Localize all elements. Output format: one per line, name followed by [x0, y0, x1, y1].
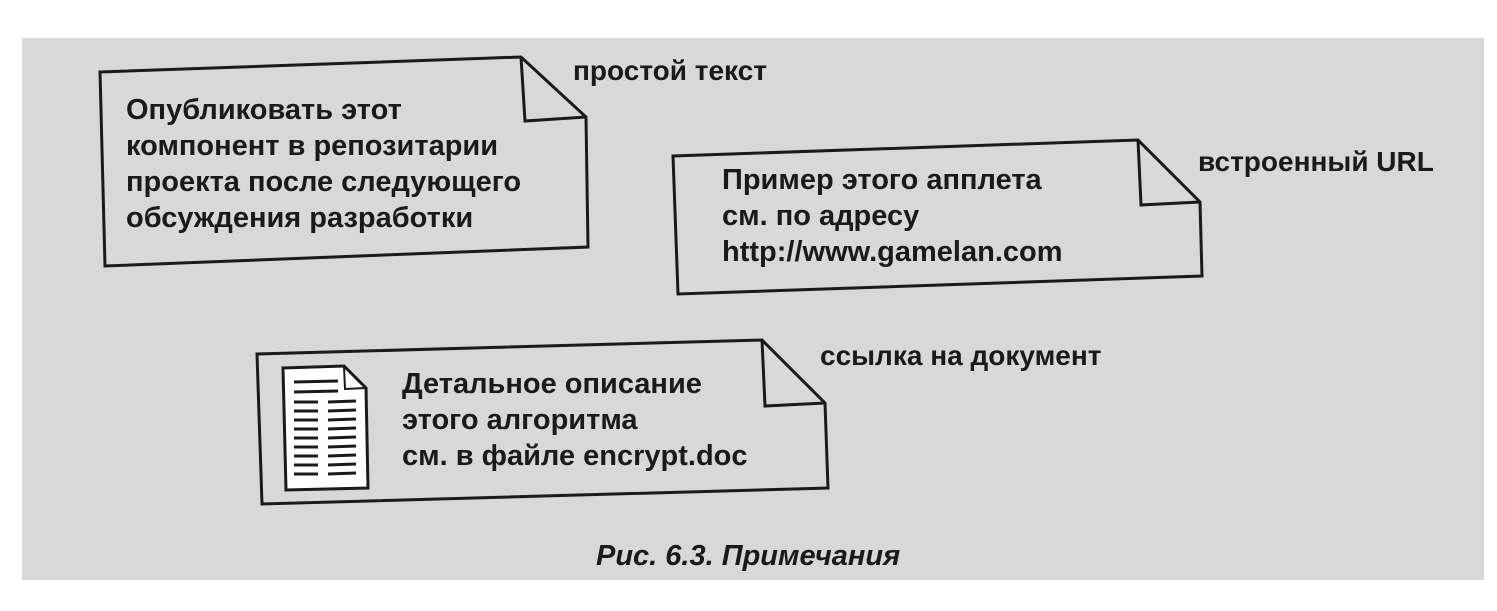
note-line: см. в файле encrypt.doc: [402, 440, 748, 472]
note-line: обсуждения разработки: [126, 202, 474, 234]
note-document-link: [255, 338, 830, 506]
note-line: см. по адресу: [722, 200, 920, 232]
note-line: Детальное описание: [402, 368, 702, 400]
note-embedded-url-outline: [671, 138, 1204, 296]
note-embedded-url-fold: [1136, 139, 1201, 207]
figure-caption: Рис. 6.3. Примечания: [596, 540, 901, 572]
note-embedded-url: [671, 138, 1204, 296]
note-plain-text: [98, 55, 590, 268]
note-plain-text-fold: [519, 56, 587, 123]
note-plain-text-body: Опубликовать этот компонент в репозитари…: [126, 92, 521, 236]
note-embedded-url-body: Пример этого апплета см. по адресу http:…: [722, 162, 1063, 270]
note-line: этого алгоритма: [402, 404, 638, 436]
note-document-link-fold: [760, 339, 826, 408]
note-document-link-label: ссылка на документ: [820, 340, 1102, 371]
note-line: http://www.gamelan.com: [722, 236, 1063, 268]
note-document-link-outline: [255, 338, 830, 506]
note-line: Пример этого апплета: [722, 164, 1042, 196]
document-icon: [281, 364, 370, 492]
note-line: компонент в репозитарии: [126, 130, 499, 162]
note-embedded-url-label: встроенный URL: [1198, 146, 1434, 177]
note-plain-text-outline: [98, 55, 590, 268]
note-line: проекта после следующего: [126, 166, 522, 198]
note-document-link-body: Детальное описание этого алгоритма см. в…: [402, 366, 748, 474]
note-line: Опубликовать этот: [126, 94, 402, 126]
note-plain-text-label: простой текст: [573, 55, 767, 86]
